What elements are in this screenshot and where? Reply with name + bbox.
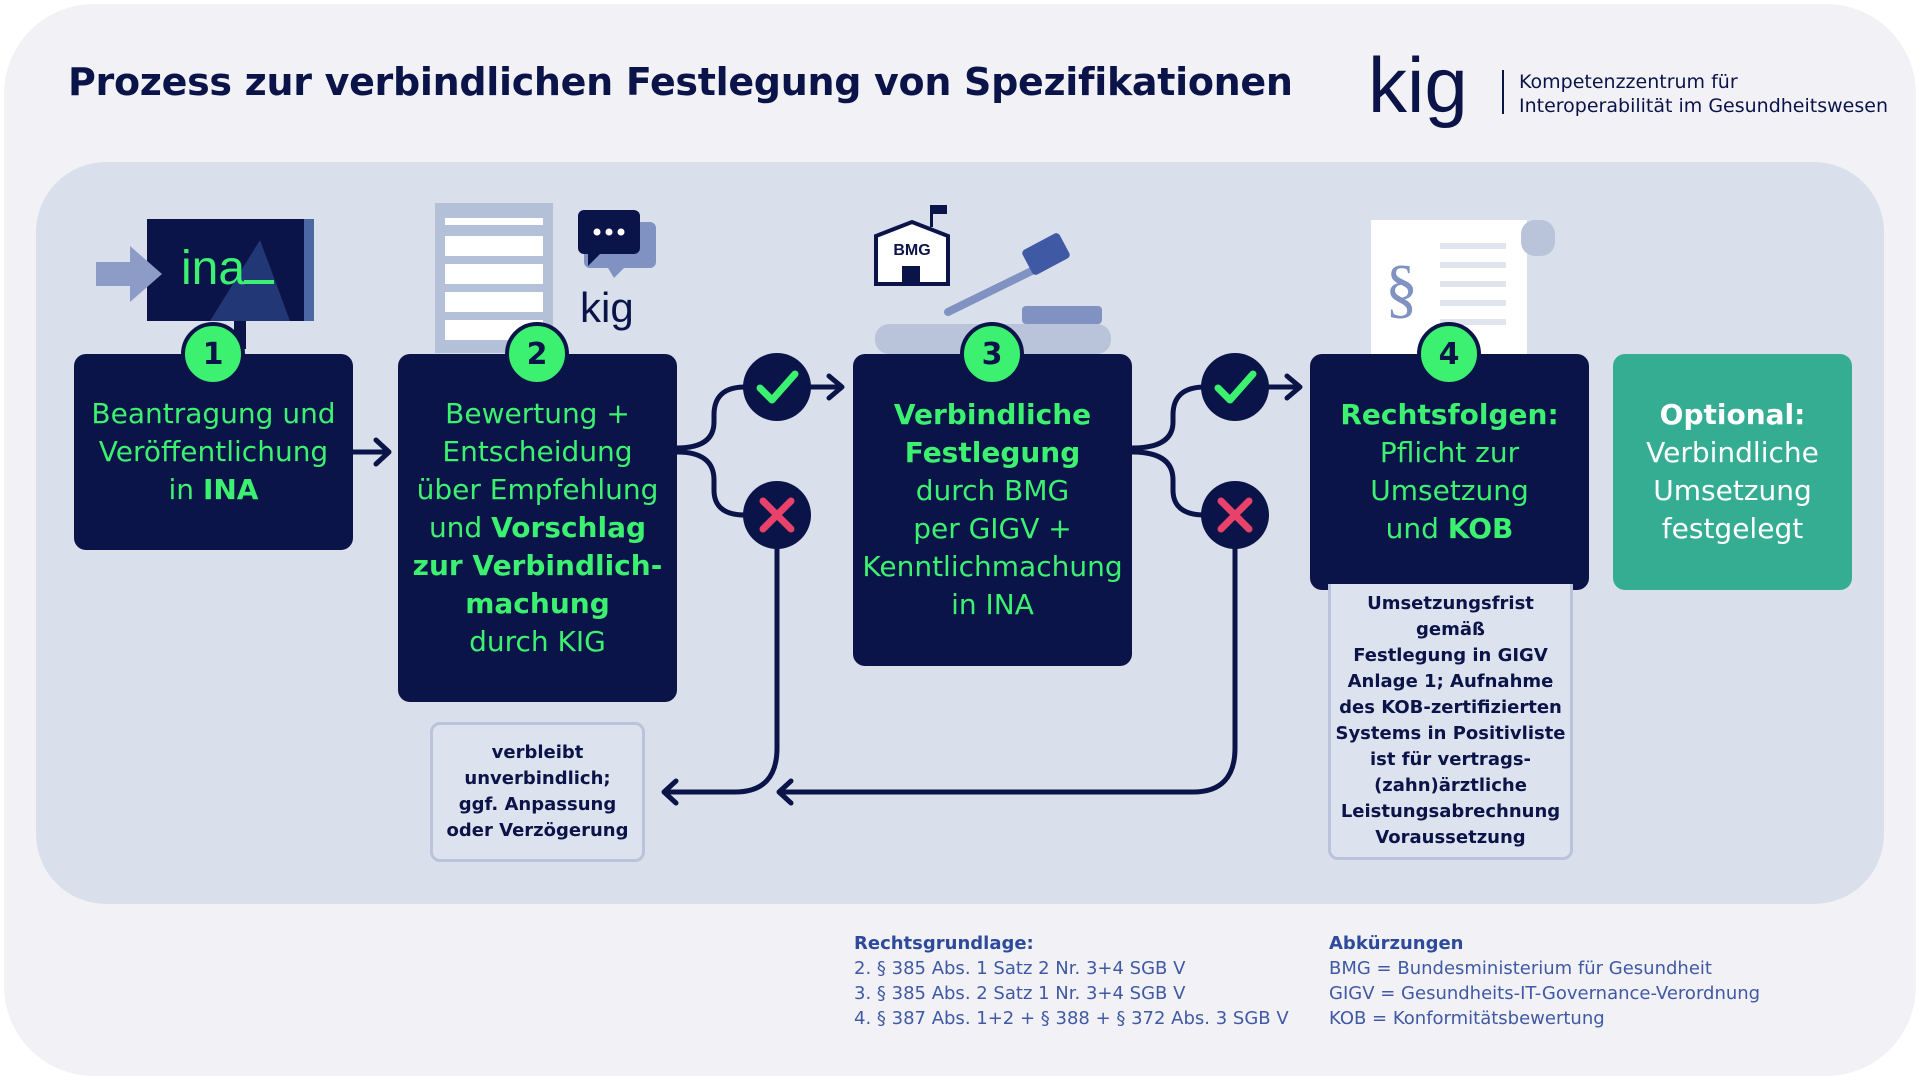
logo-subtitle: Kompetenzzentrum für Interoperabilität i…	[1519, 70, 1888, 118]
kig-logo-mark: kig	[1368, 41, 1504, 129]
abbreviations: Abkürzungen BMG = Bundesministerium für …	[1329, 931, 1760, 1031]
step-4-text-run: KOB	[1447, 512, 1514, 545]
abbreviation-item: GIGV = Gesundheits-IT-Governance-Verordn…	[1329, 983, 1761, 1004]
abbreviation-item: KOB = Konformitätsbewertung	[1329, 1008, 1605, 1029]
implementation-note-line: ist für vertrags-	[1369, 748, 1532, 770]
step-2-text-run: zur Verbindlich-	[412, 549, 663, 582]
unbinding-note-line: oder Verzögerung	[446, 820, 629, 841]
logo-divider	[1502, 70, 1504, 114]
step-4-text-run: und	[1385, 512, 1448, 545]
step-1-number: 1	[181, 322, 245, 386]
step-3-line: per GIGV +	[862, 510, 1122, 548]
step-1-line: Beantragung und	[91, 395, 335, 433]
kig-logo-wordmark: kig	[1368, 48, 1468, 129]
legal-basis-heading: Rechtsgrundlage:	[854, 933, 1034, 954]
legal-basis: Rechtsgrundlage: 2. § 385 Abs. 1 Satz 2 …	[854, 931, 1289, 1031]
step-4-line: Umsetzung	[1340, 472, 1558, 510]
optional-title: Optional:	[1659, 398, 1806, 431]
legal-basis-item: 3. § 385 Abs. 2 Satz 1 Nr. 3+4 SGB V	[854, 983, 1186, 1004]
step-2-text-run: Bewertung +	[445, 397, 630, 430]
step-2-text-run: durch KIG	[469, 625, 606, 658]
implementation-note-line: Voraussetzung	[1375, 826, 1526, 848]
step-4-text-run: Umsetzung	[1370, 474, 1529, 507]
step-4-line: Pflicht zur	[1340, 434, 1558, 472]
optional-line-1: Verbindliche	[1646, 436, 1819, 469]
implementation-note-line: Systems in Positivliste	[1335, 722, 1566, 744]
step-2-line: über Empfehlung	[413, 471, 663, 509]
step-3-text-run: per GIGV +	[913, 512, 1072, 545]
implementation-note-line: des KOB-zertifizierten	[1339, 696, 1562, 718]
step-2-number: 2	[505, 322, 569, 386]
step-1-text-run: INA	[202, 473, 259, 506]
unbinding-note-line: unverbindlich;	[464, 768, 611, 789]
implementation-note: Umsetzungsfrist gemäß Festlegung in GIGV…	[1328, 584, 1573, 860]
step-3-number: 3	[960, 322, 1024, 386]
step-2-text-run: machung	[465, 587, 610, 620]
page-title: Prozess zur verbindlichen Festlegung von…	[68, 60, 1293, 104]
step-1-text-run: Beantragung und	[91, 397, 336, 430]
unbinding-note-line: verbleibt	[491, 742, 584, 763]
step-2-text-run: über Empfehlung	[416, 473, 659, 506]
implementation-note-line: (zahn)ärztliche	[1374, 774, 1527, 796]
abbreviation-item: BMG = Bundesministerium für Gesundheit	[1329, 958, 1712, 979]
step-2-text-run: und	[428, 511, 492, 544]
step-2-text-run: Vorschlag	[491, 511, 647, 544]
step-4-number: 4	[1417, 322, 1481, 386]
step-1-text-run: in	[168, 473, 203, 506]
step-3-text-run: durch BMG	[915, 474, 1070, 507]
step-3-line: Kenntlichmachung	[862, 548, 1122, 586]
step-2-line: durch KIG	[413, 623, 663, 661]
step-3-text-run: Kenntlichmachung	[862, 550, 1123, 583]
abbreviations-heading: Abkürzungen	[1329, 933, 1464, 954]
legal-basis-item: 2. § 385 Abs. 1 Satz 2 Nr. 3+4 SGB V	[854, 958, 1186, 979]
optional-line-2: Umsetzung	[1653, 474, 1812, 507]
unbinding-note-line: ggf. Anpassung	[458, 794, 617, 815]
kig-logo: kig	[1368, 41, 1888, 138]
unbinding-note: verbleibt unverbindlich; ggf. Anpassung …	[430, 722, 645, 862]
step-3-text-run: in INA	[951, 588, 1034, 621]
implementation-note-line: Anlage 1; Aufnahme	[1347, 670, 1554, 692]
step-1-text-run: Veröffentlichung	[98, 435, 329, 468]
step-2-line: Bewertung +	[413, 395, 663, 433]
step-1-line: Veröffentlichung	[91, 433, 335, 471]
step-4-text-run: Rechtsfolgen:	[1340, 398, 1559, 431]
step-2-text-run: Entscheidung	[442, 435, 633, 468]
logo-subtitle-line2: Interoperabilität im Gesundheitswesen	[1519, 95, 1888, 117]
step-3-line: in INA	[862, 586, 1122, 624]
step-4-line: und KOB	[1340, 510, 1558, 548]
step-2-line: Entscheidung	[413, 433, 663, 471]
step-4-line: Rechtsfolgen:	[1340, 396, 1558, 434]
step-3-text-run: Festlegung	[904, 436, 1081, 469]
step-4-text-run: Pflicht zur	[1379, 436, 1520, 469]
step-3-text-run: Verbindliche	[893, 398, 1092, 431]
step-3-line: Verbindliche	[862, 396, 1122, 434]
step-2-line: und Vorschlag	[413, 509, 663, 547]
implementation-note-line: Festlegung in GIGV	[1353, 644, 1548, 666]
optional-line-3: festgelegt	[1661, 512, 1804, 545]
optional-box: Optional: Verbindliche Umsetzung festgel…	[1613, 354, 1852, 590]
step-2-line: zur Verbindlich-	[413, 547, 663, 585]
implementation-note-line: Umsetzungsfrist gemäß	[1367, 592, 1534, 640]
implementation-note-line: Leistungsabrechnung	[1340, 800, 1561, 822]
step-2-line: machung	[413, 585, 663, 623]
step-3-line: Festlegung	[862, 434, 1122, 472]
step-3-line: durch BMG	[862, 472, 1122, 510]
logo-subtitle-line1: Kompetenzzentrum für	[1519, 71, 1738, 93]
legal-basis-item: 4. § 387 Abs. 1+2 + § 388 + § 372 Abs. 3…	[854, 1008, 1289, 1029]
step-1-line: in INA	[91, 471, 335, 509]
